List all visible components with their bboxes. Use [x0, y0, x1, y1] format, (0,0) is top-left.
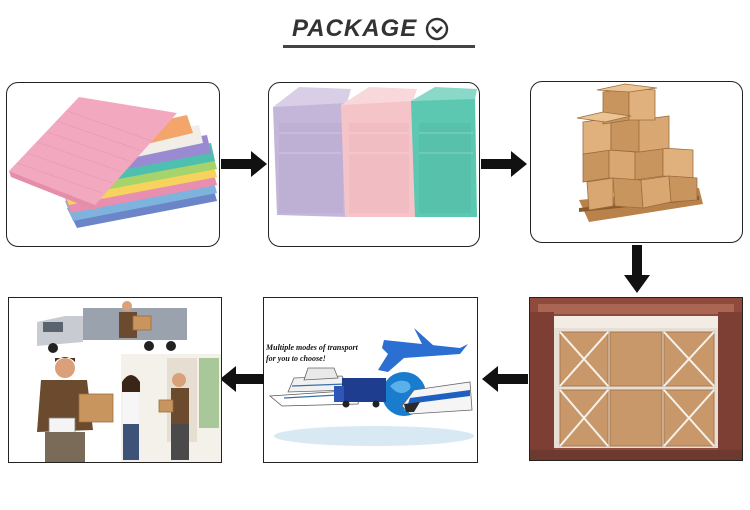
arrow-down: [624, 245, 650, 298]
colored-paper-sheets-icon: [9, 97, 217, 228]
ship-plane-truck-train-icon: [264, 298, 477, 462]
transport-caption: Multiple modes of transport for you to c…: [266, 343, 358, 363]
arrow-right-1: [221, 151, 269, 182]
panel-transport: Multiple modes of transport for you to c…: [263, 297, 478, 463]
panel-delivery: [8, 297, 222, 463]
panel-wrapped-packs: [268, 82, 480, 247]
panel-container-loading: [529, 297, 743, 461]
arrow-left-2: [218, 366, 264, 397]
title-underline: [283, 45, 475, 48]
page-title: PACKAGE: [292, 12, 492, 46]
wrapped-paper-packs-icon: [273, 87, 477, 217]
panel-tissue-sheets: [6, 82, 220, 247]
arrow-left-1: [480, 366, 528, 397]
chevron-down-circle-icon: [425, 17, 449, 41]
shipping-container-icon: [530, 298, 742, 460]
cardboard-box-stack-icon: [576, 83, 703, 222]
delivery-man-truck-icon: [9, 298, 221, 462]
panel-carton-pallet: [530, 81, 743, 243]
title-text: PACKAGE: [292, 15, 418, 42]
arrow-right-2: [481, 151, 529, 182]
